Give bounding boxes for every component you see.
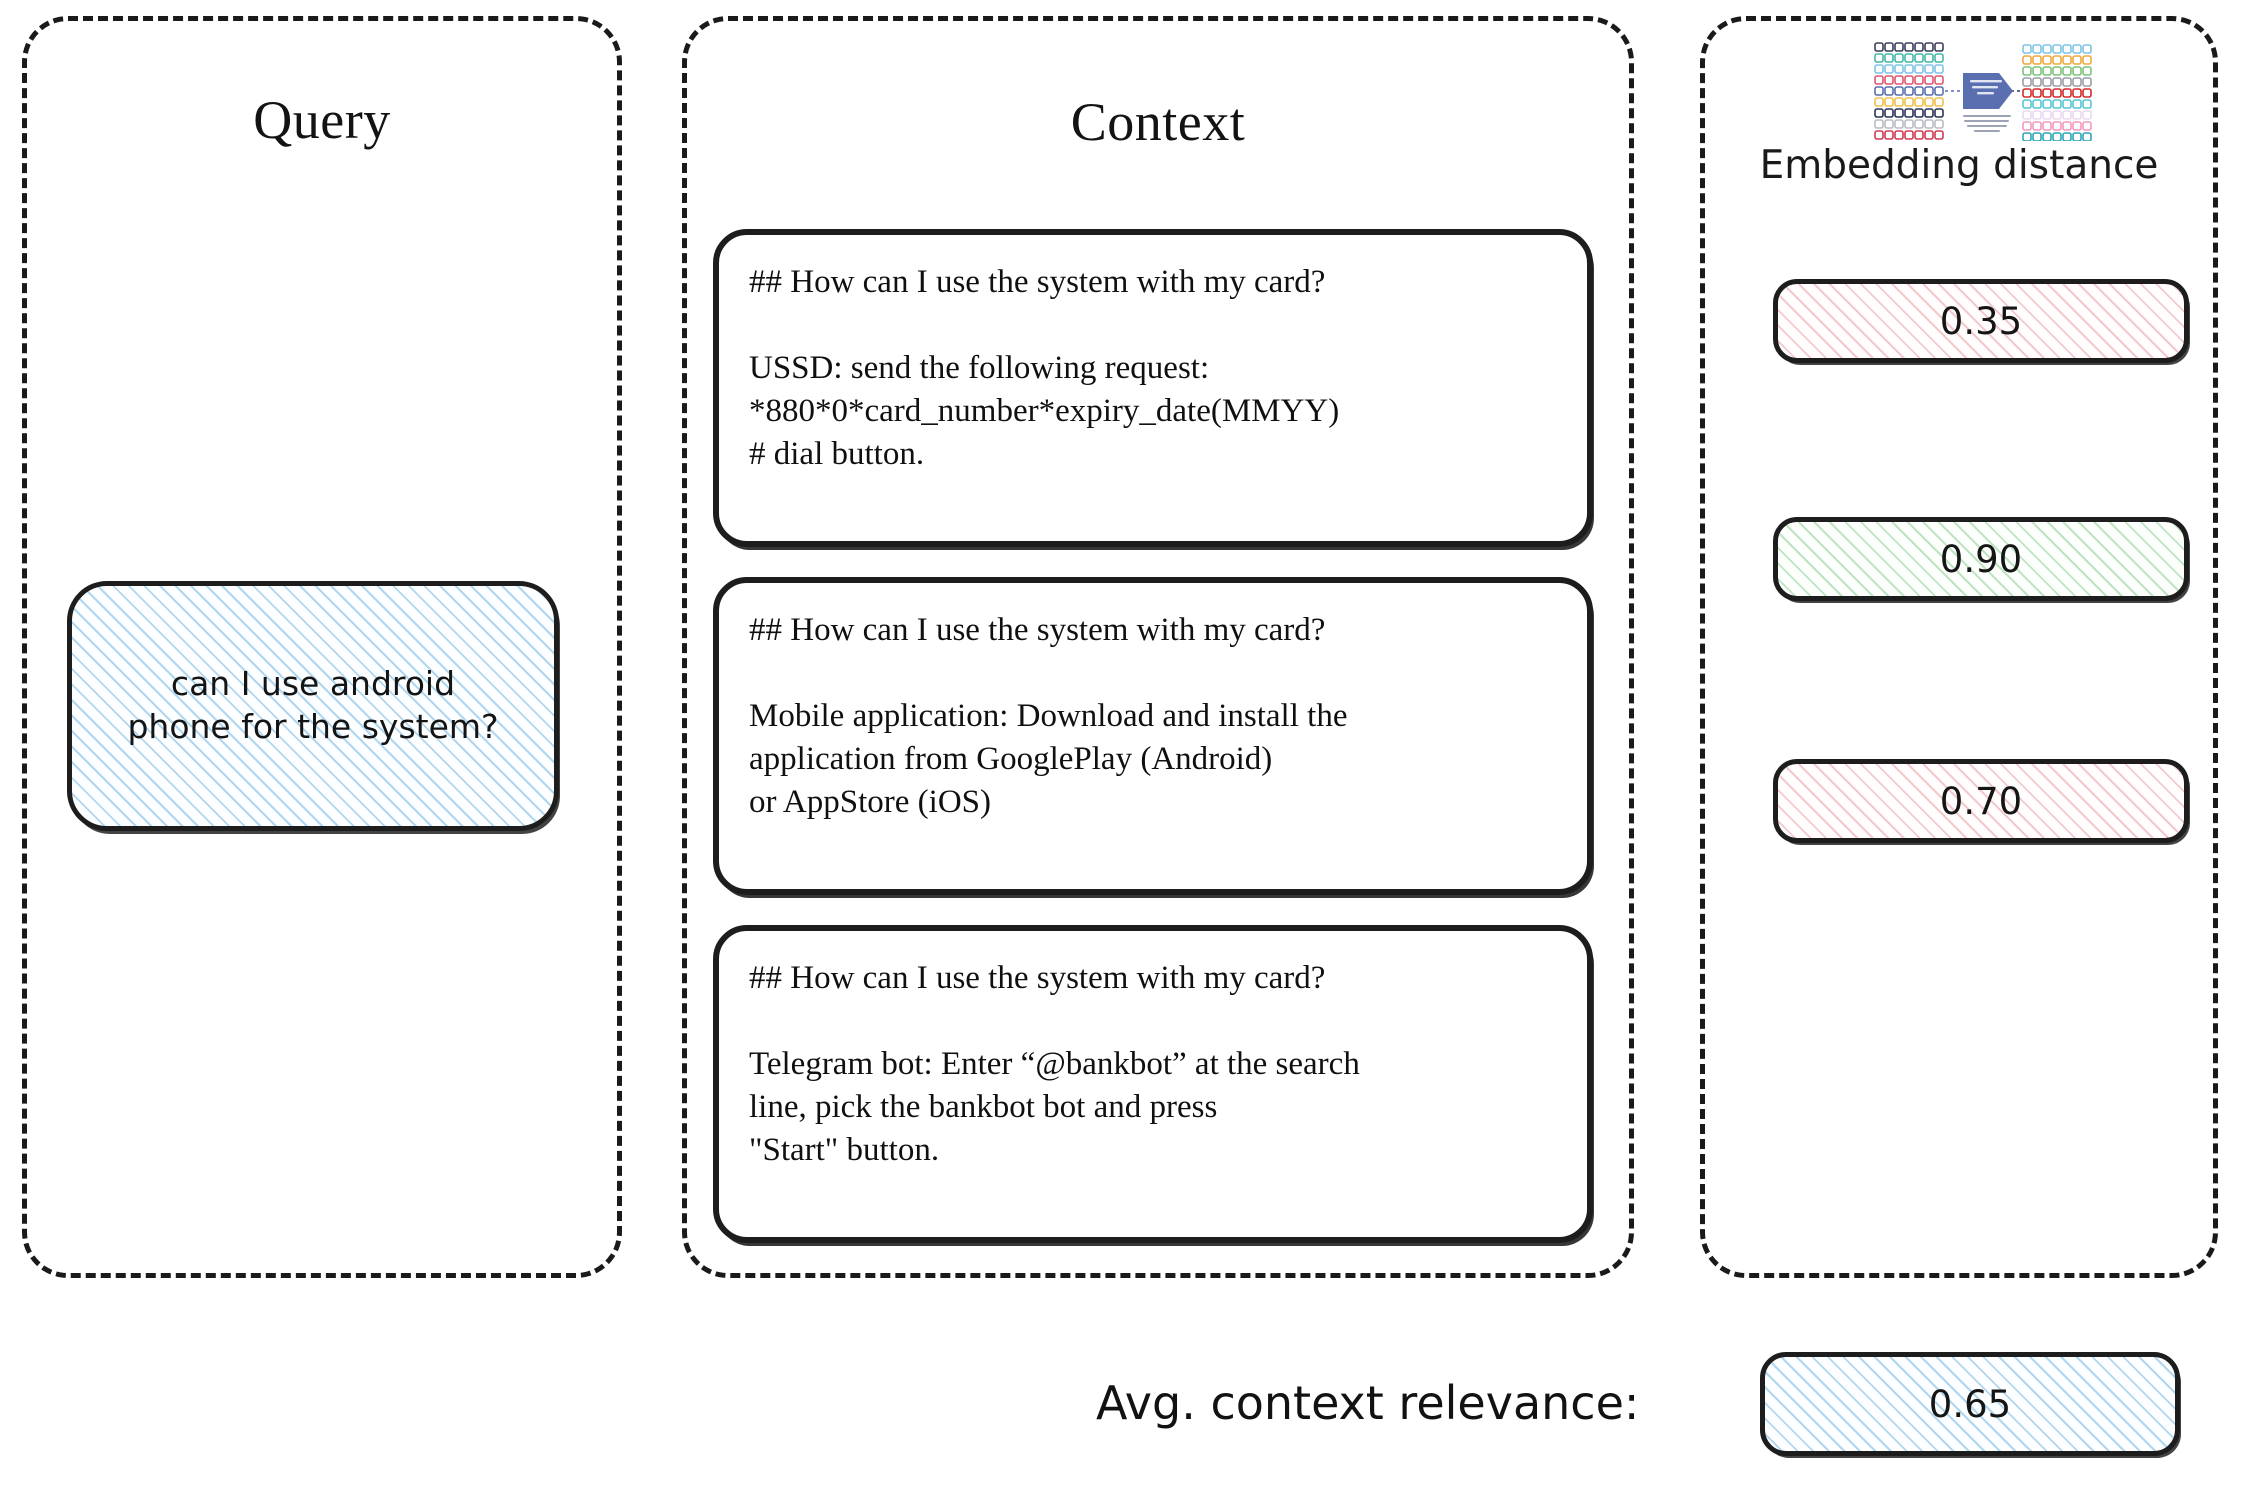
avg-context-relevance-value: 0.65 <box>1928 1382 2012 1426</box>
query-panel: Query can I use android phone for the sy… <box>22 16 622 1278</box>
score-pill-2[interactable]: 0.90 <box>1773 517 2189 601</box>
context-card[interactable]: ## How can I use the system with my card… <box>713 925 1593 1243</box>
embedding-distance-panel: Embedding distance 0.35 0.90 0.70 <box>1700 16 2218 1278</box>
score-value: 0.90 <box>1939 537 2023 581</box>
query-bubble[interactable]: can I use android phone for the system? <box>67 581 559 831</box>
embedding-distance-caption: Embedding distance <box>1759 143 2159 188</box>
context-card-text: ## How can I use the system with my card… <box>749 612 1348 820</box>
context-card[interactable]: ## How can I use the system with my card… <box>713 577 1593 895</box>
avg-context-relevance-pill[interactable]: 0.65 <box>1760 1352 2180 1456</box>
score-value: 0.70 <box>1939 779 2023 823</box>
query-panel-title: Query <box>253 90 391 150</box>
context-card-text: ## How can I use the system with my card… <box>749 960 1360 1168</box>
embedding-vectors-icon <box>1871 39 2105 142</box>
query-bubble-text: can I use android phone for the system? <box>127 664 499 746</box>
score-value: 0.35 <box>1939 299 2023 343</box>
score-pill-3[interactable]: 0.70 <box>1773 759 2189 843</box>
context-panel-title: Context <box>1070 92 1246 152</box>
score-pill-1[interactable]: 0.35 <box>1773 279 2189 363</box>
avg-context-relevance-label: Avg. context relevance: <box>1096 1376 1640 1430</box>
context-card-text: ## How can I use the system with my card… <box>749 264 1340 472</box>
context-card[interactable]: ## How can I use the system with my card… <box>713 229 1593 547</box>
context-panel: Context ## How can I use the system with… <box>682 16 1634 1278</box>
